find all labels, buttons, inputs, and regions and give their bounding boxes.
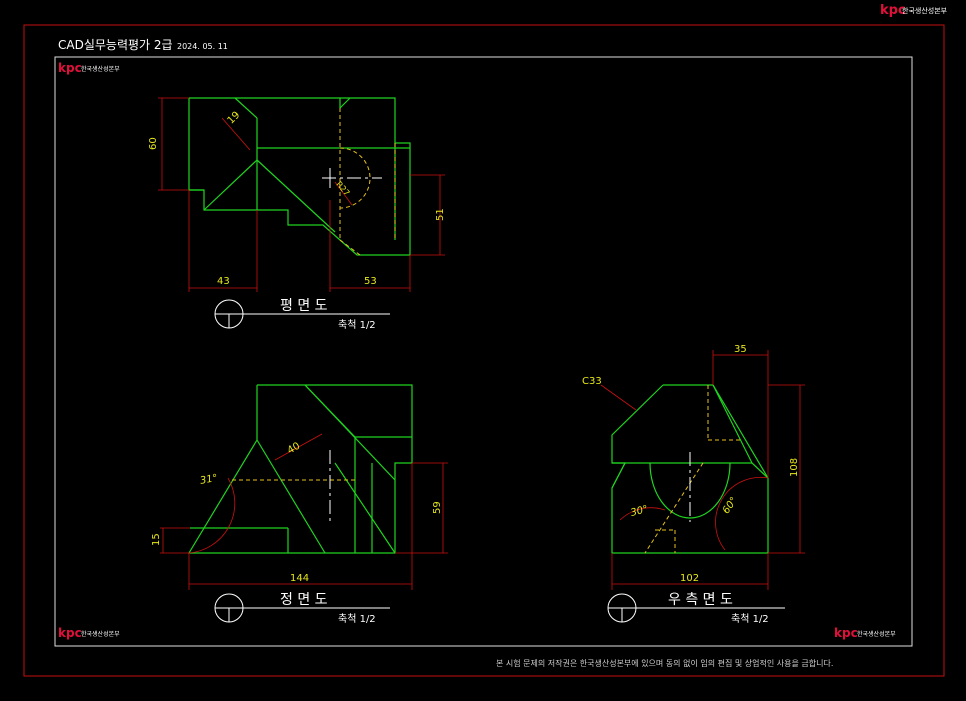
svg-text:한국생산성본부: 한국생산성본부 (857, 630, 896, 638)
front-view-title: 정 면 도 축척 1/2 (214, 592, 390, 625)
inner-border (54, 56, 913, 647)
page-title: CAD실무능력평가 2급 (58, 38, 173, 52)
top-view: 60 19 R27 43 53 51 평 면 도 축척 1/2 (148, 97, 446, 331)
svg-text:한국생산성본부: 한국생산성본부 (81, 630, 120, 638)
dim-right-angle-right: 60° (721, 495, 740, 516)
logo-text: 한국생산성본부 (902, 6, 948, 15)
dim-right-angle-left: 30° (629, 504, 649, 519)
right-view-outline (611, 384, 769, 554)
dim-right-height: 108 (789, 458, 800, 477)
top-view-title: 평 면 도 축척 1/2 (214, 298, 390, 331)
svg-text:축척 1/2: 축척 1/2 (338, 319, 376, 331)
dim-top-left-width: 43 (217, 276, 230, 287)
logo-bottom-left: kpc 한국생산성본부 (58, 626, 120, 640)
svg-text:한국생산성본부: 한국생산성본부 (81, 65, 120, 73)
right-view: 35 C33 30° 60° 108 102 우 측 면 도 축척 1/2 (582, 344, 805, 625)
svg-text:우 측 면 도: 우 측 면 도 (668, 592, 733, 608)
top-view-hidden (339, 108, 396, 256)
right-view-dims (600, 350, 805, 590)
top-view-outline (188, 97, 411, 256)
top-view-center (322, 168, 382, 188)
front-view-dims (160, 433, 448, 590)
dim-top-right-width: 53 (364, 276, 377, 287)
top-view-dims (158, 97, 445, 292)
svg-text:축척 1/2: 축척 1/2 (338, 613, 376, 625)
logo-top-left: kpc 한국생산성본부 (58, 61, 120, 75)
dim-front-height: 59 (432, 501, 443, 514)
logo-mark: kpc (880, 3, 906, 18)
dim-top-height: 60 (148, 137, 159, 150)
dim-front-angle: 31° (199, 473, 218, 487)
dim-right-width: 102 (680, 573, 699, 584)
dim-front-base: 15 (151, 533, 162, 546)
dim-front-width: 144 (290, 573, 309, 584)
dim-top-right-height: 51 (435, 208, 446, 221)
svg-text:정 면 도: 정 면 도 (280, 592, 328, 608)
front-view: 40 31° 15 59 144 정 면 도 축척 1/2 (151, 384, 448, 625)
right-view-title: 우 측 면 도 축척 1/2 (607, 592, 785, 625)
svg-text:kpc: kpc (58, 61, 82, 75)
dim-top-radius: R27 (334, 180, 351, 198)
svg-text:kpc: kpc (58, 626, 82, 640)
logo-bottom-right: kpc 한국생산성본부 (834, 626, 896, 640)
outer-border (23, 24, 945, 677)
exam-date: 2024. 05. 11 (177, 42, 228, 51)
front-view-outline (187, 384, 413, 554)
copyright-notice: 본 시험 문제의 저작권은 한국생산성본부에 있으며 동의 없이 임의 편집 및… (496, 658, 833, 668)
dim-right-chamfer: C33 (582, 376, 602, 387)
dim-front-incline: 40 (286, 441, 303, 457)
svg-text:평 면 도: 평 면 도 (280, 298, 328, 314)
dim-right-top: 35 (734, 344, 747, 355)
svg-text:kpc: kpc (834, 626, 858, 640)
svg-text:축척 1/2: 축척 1/2 (731, 613, 769, 625)
dim-top-chamfer: 19 (226, 110, 243, 127)
right-view-hidden (644, 385, 740, 554)
